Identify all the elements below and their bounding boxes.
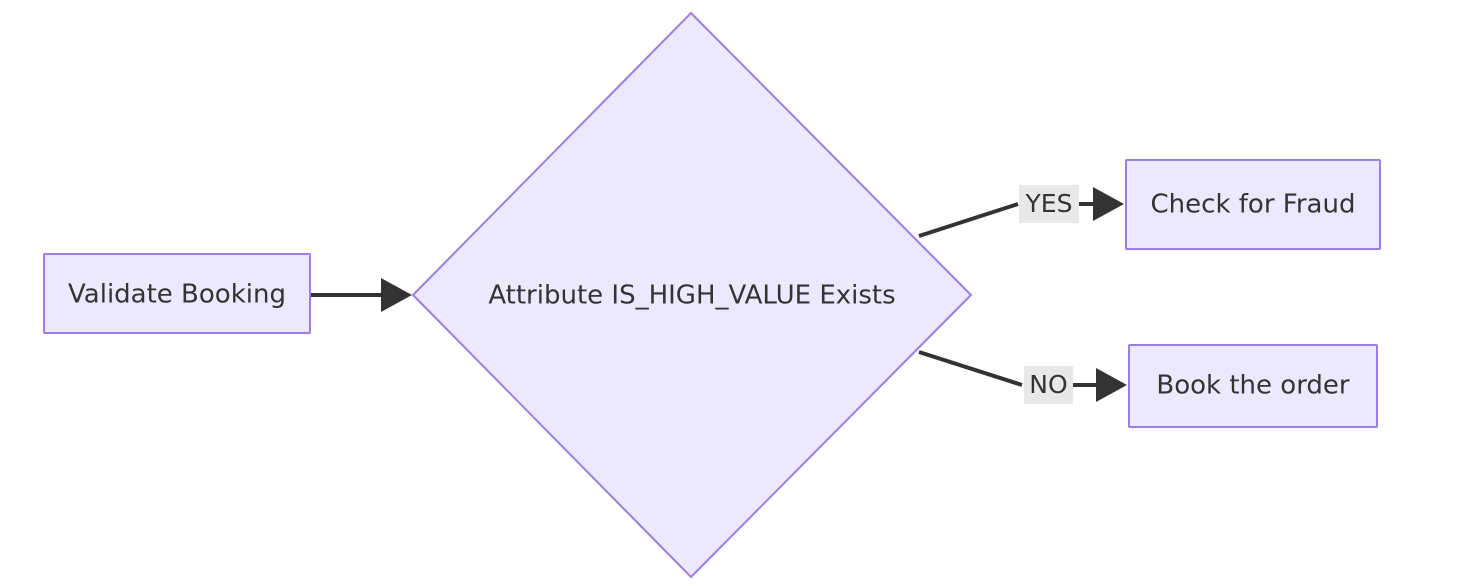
edge-label-yes: YES bbox=[1025, 189, 1073, 218]
node-check-for-fraud[interactable]: Check for Fraud bbox=[1125, 159, 1381, 250]
arrowhead-attribute-to-fraud bbox=[1093, 187, 1124, 221]
node-validate-booking-label: Validate Booking bbox=[68, 280, 286, 310]
node-attribute-check-shape[interactable] bbox=[411, 11, 973, 579]
edge-label-no-background bbox=[1024, 366, 1073, 404]
arrowhead-validate-to-attribute bbox=[381, 278, 412, 312]
node-check-for-fraud-label: Check for Fraud bbox=[1151, 190, 1356, 220]
edge-validate-to-attribute bbox=[311, 278, 412, 312]
edge-attribute-yes: YES bbox=[918, 185, 1124, 238]
node-book-the-order-shape[interactable] bbox=[1128, 344, 1378, 428]
edge-line-attribute-to-fraud-left bbox=[918, 202, 1019, 238]
edge-attribute-no: NO bbox=[918, 350, 1127, 404]
node-validate-booking[interactable]: Validate Booking bbox=[43, 253, 311, 334]
node-book-the-order[interactable]: Book the order bbox=[1128, 344, 1378, 428]
node-book-the-order-label: Book the order bbox=[1156, 371, 1350, 401]
edge-line-attribute-to-book-left bbox=[918, 350, 1023, 387]
arrowhead-attribute-to-book bbox=[1096, 368, 1127, 402]
node-attribute-check[interactable]: Attribute IS_HIGH_VALUE Exists bbox=[411, 11, 973, 579]
node-validate-booking-shape[interactable] bbox=[43, 253, 311, 334]
node-check-for-fraud-shape[interactable] bbox=[1125, 159, 1381, 250]
edge-label-yes-background bbox=[1019, 185, 1079, 223]
node-attribute-check-label: Attribute IS_HIGH_VALUE Exists bbox=[488, 281, 895, 311]
edge-label-no: NO bbox=[1029, 370, 1067, 399]
